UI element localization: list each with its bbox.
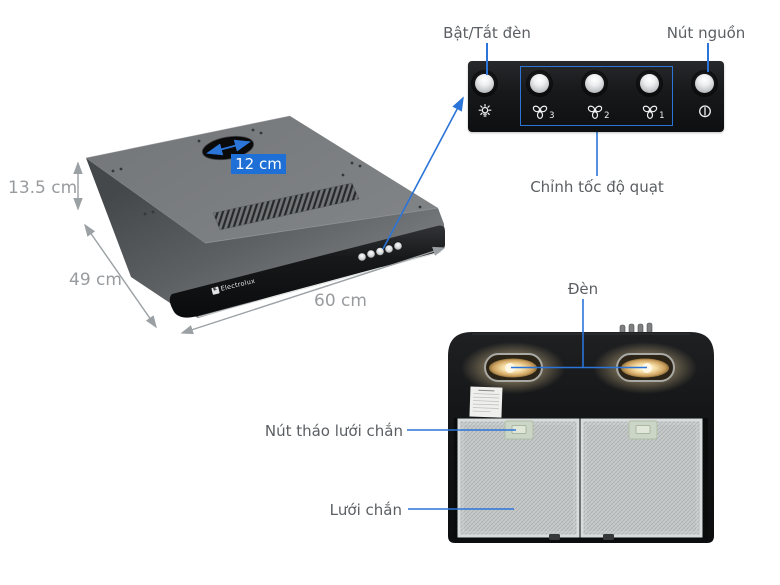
fan-speed-label: Chỉnh tốc độ quạt bbox=[530, 178, 664, 196]
light-bulb-icon bbox=[478, 104, 491, 117]
power-icon bbox=[698, 105, 711, 118]
fan-icon bbox=[586, 104, 603, 120]
button-cap bbox=[475, 74, 494, 93]
power-icon-cell bbox=[691, 103, 718, 127]
fan-speed-2-number: 2 bbox=[604, 111, 610, 121]
button-cap bbox=[585, 74, 604, 93]
hood-body bbox=[86, 158, 445, 318]
hood-illustration bbox=[73, 96, 464, 335]
fan-2-icon-cell: 2 bbox=[581, 103, 610, 127]
height-dimension-label: 13.5 cm bbox=[8, 178, 78, 198]
light-toggle-label: Bật/Tắt đèn bbox=[443, 24, 531, 42]
fan-speed-2-button bbox=[581, 70, 608, 97]
filter-label: Lưới chắn bbox=[329, 501, 402, 519]
width-dimension-label: 60 cm bbox=[314, 291, 367, 311]
fan-icon bbox=[641, 104, 658, 120]
light-button bbox=[471, 70, 498, 97]
fan-1-icon-cell: 1 bbox=[636, 103, 665, 127]
filter-release-label: Nút tháo lưới chắn bbox=[264, 422, 403, 440]
callout-arrow-to-panel bbox=[382, 96, 464, 250]
fan-speed-1-number: 1 bbox=[659, 111, 665, 121]
filter-latch-left bbox=[504, 420, 534, 440]
power-callout-line bbox=[707, 43, 709, 72]
fan-icon bbox=[531, 104, 548, 120]
fan-speed-group-outline bbox=[520, 66, 673, 126]
hood-top-surface bbox=[86, 116, 438, 243]
button-cap bbox=[640, 74, 659, 93]
light-icon-cell bbox=[471, 103, 498, 127]
fan-speed-3-number: 3 bbox=[549, 111, 555, 121]
power-button bbox=[691, 70, 718, 97]
control-panel: 3 2 bbox=[468, 61, 724, 132]
depth-dimension-arrow bbox=[84, 223, 157, 329]
depth-dimension-label: 49 cm bbox=[69, 270, 122, 290]
button-cap bbox=[695, 74, 714, 93]
vent-grille bbox=[212, 182, 360, 231]
filter-latch-right bbox=[628, 420, 658, 440]
lamp-label: Đèn bbox=[567, 280, 599, 298]
screw-holes bbox=[111, 128, 422, 216]
power-button-label: Nút nguồn bbox=[666, 24, 746, 42]
lamp-left bbox=[484, 353, 543, 382]
spec-label bbox=[469, 386, 503, 418]
brand-mark-icon: E bbox=[211, 285, 220, 295]
underside-view bbox=[407, 299, 714, 543]
fan-3-icon-cell: 3 bbox=[526, 103, 555, 127]
duct-diameter-badge: 12 cm bbox=[231, 154, 286, 174]
width-dimension-arrow bbox=[180, 246, 446, 335]
light-callout-line bbox=[486, 43, 488, 75]
fan-speed-1-button bbox=[636, 70, 663, 97]
fan-speed-3-button bbox=[526, 70, 553, 97]
button-cap bbox=[530, 74, 549, 93]
duct-diameter-arrow bbox=[206, 139, 251, 156]
